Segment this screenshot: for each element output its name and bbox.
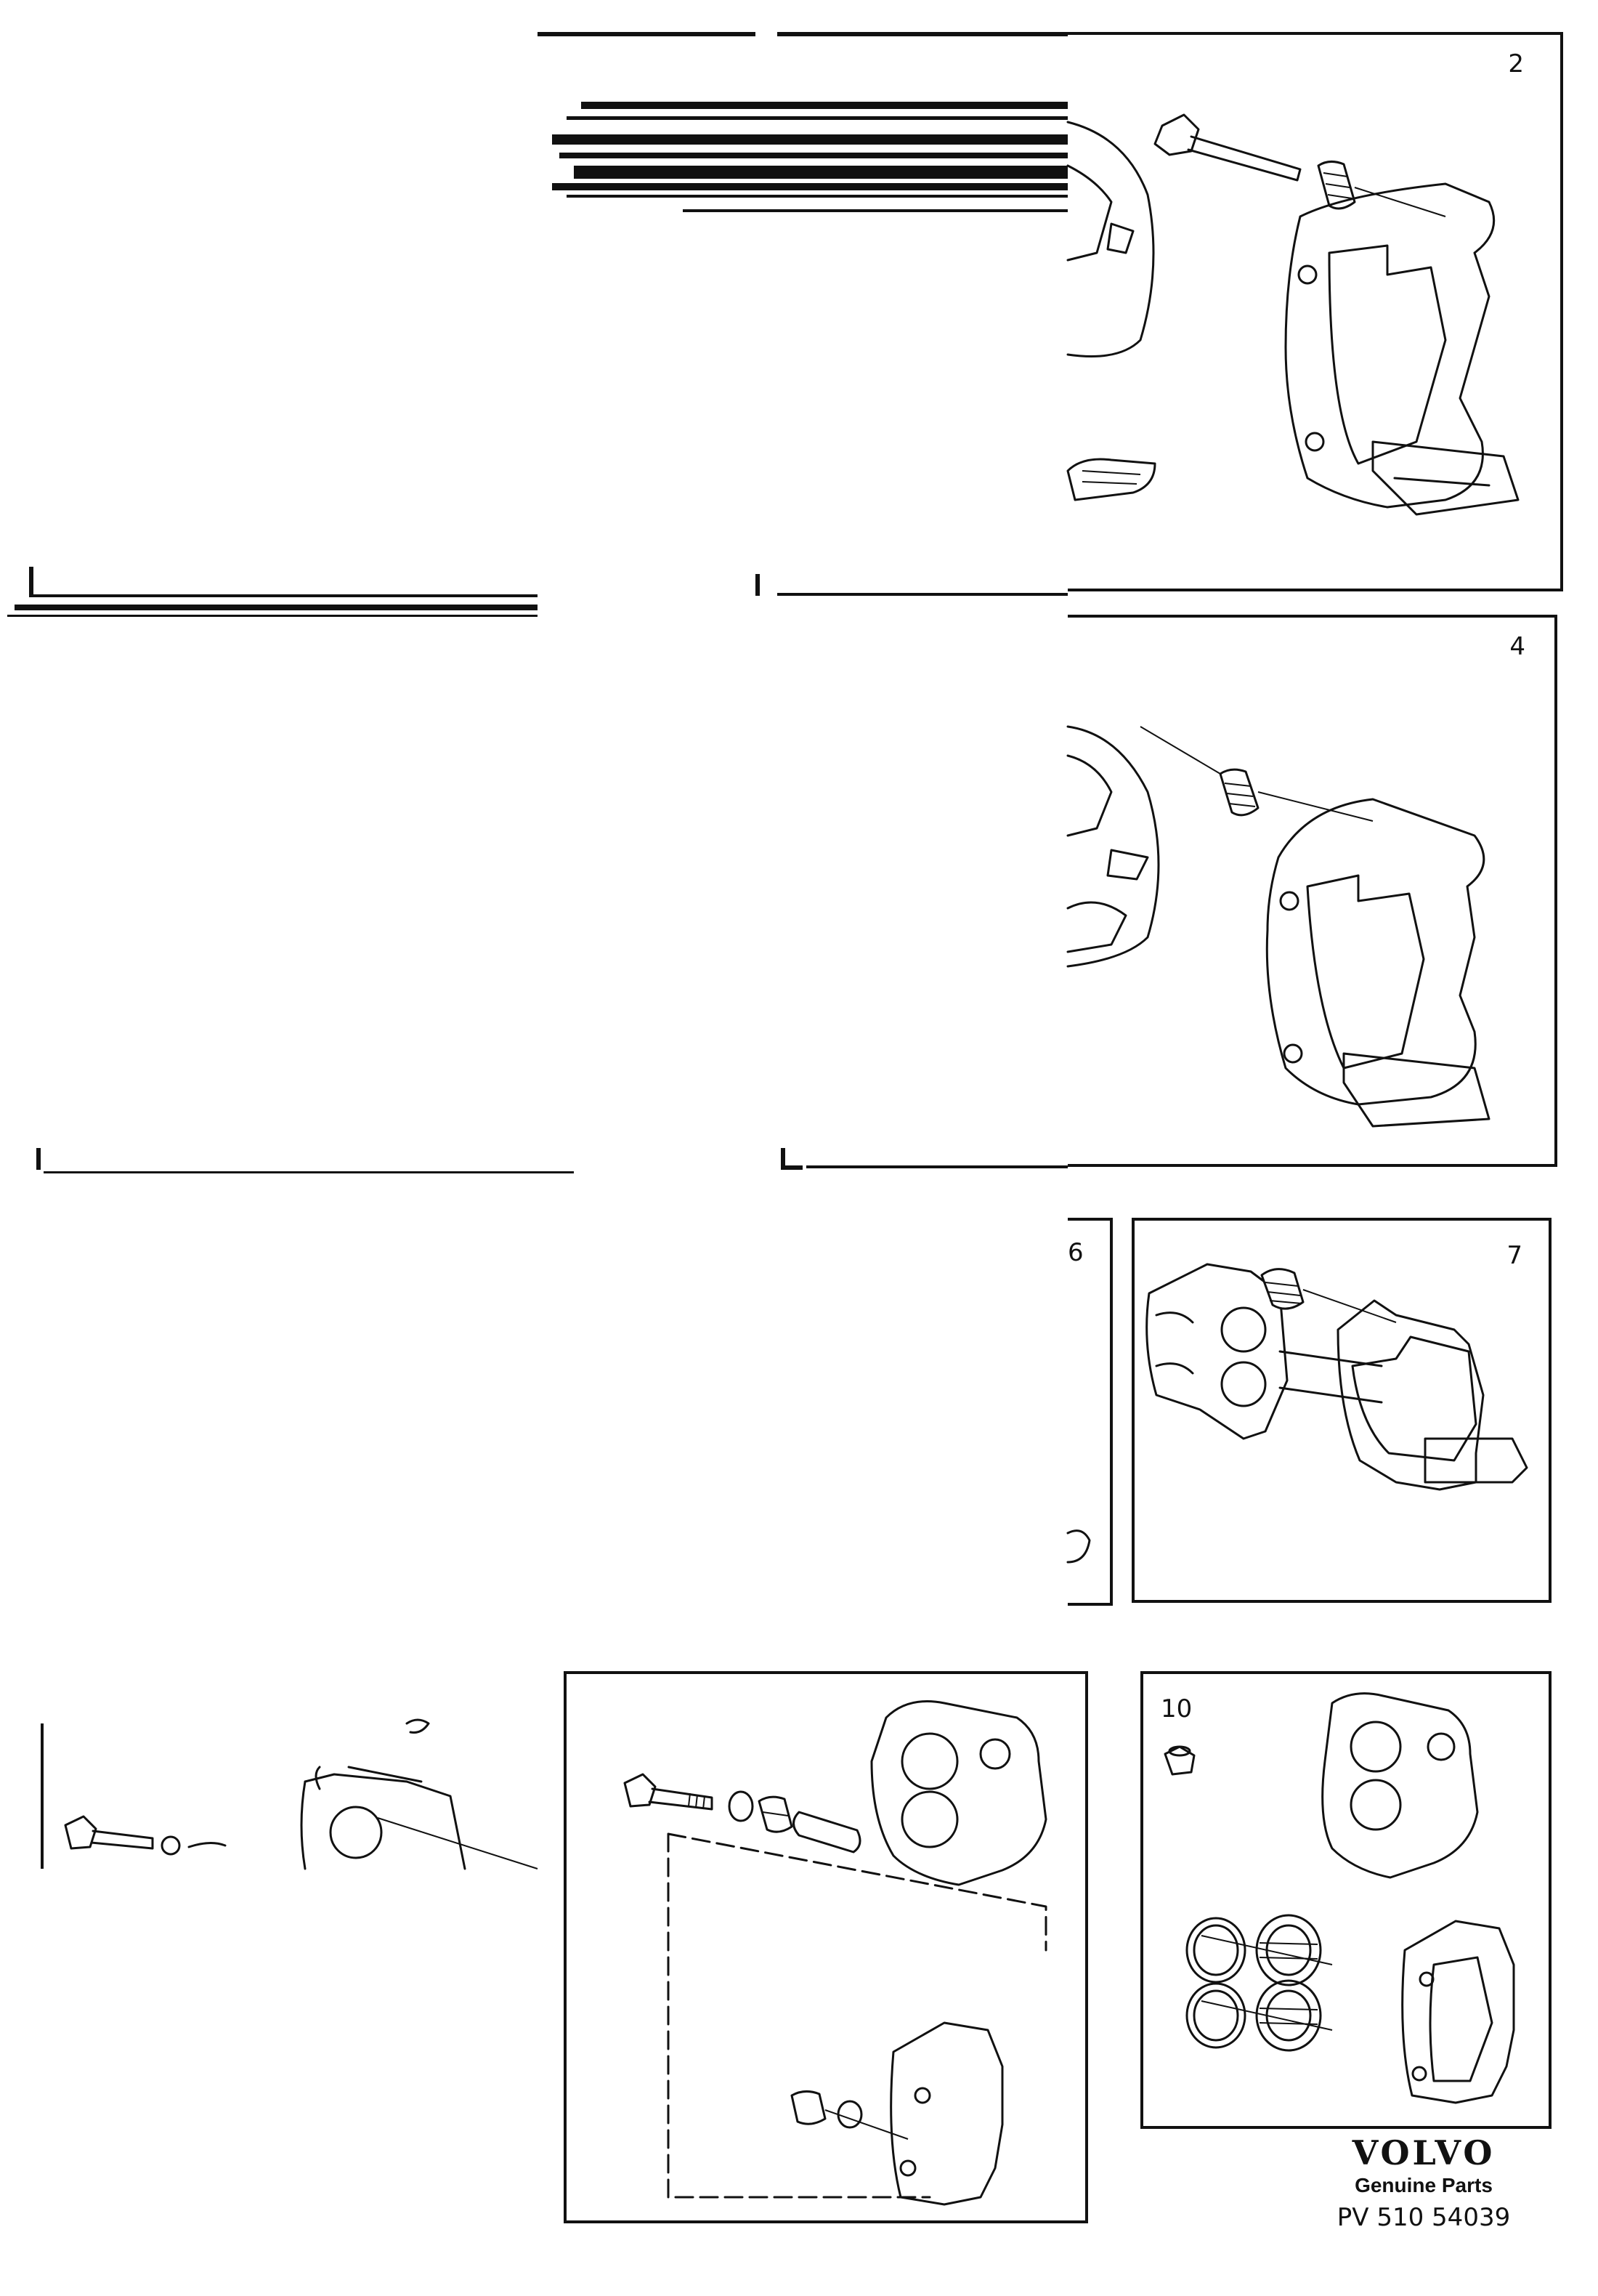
panel-number: 4 [1509,632,1525,661]
diagram-panel-2: 2 [1068,32,1563,591]
piston-seal-kit-drawing [1143,1674,1554,2132]
partial-caliper-drawing [1068,1221,1113,1609]
diagram-panel-9 [564,1671,1088,2223]
panel-number: 2 [1508,49,1524,78]
panel-number: 6 [1068,1238,1084,1267]
diagram-panel-7: 7 [1132,1218,1552,1603]
caliper-guide-pin-exploded-drawing [567,1674,1091,2226]
caliper-with-bracket-drawing [1135,1221,1554,1606]
caliper-bracket-exploded-drawing [1068,35,1563,594]
panel-number: 7 [1506,1241,1522,1270]
caliper-bracket-bushing-drawing [1068,618,1557,1170]
volvo-logo: VOLVO [1352,2133,1496,2172]
diagram-panel-6: 6 [1068,1218,1113,1606]
genuine-parts-label: Genuine Parts [1355,2174,1493,2196]
diagram-panel-10: 10 [1140,1671,1552,2129]
guide-pin-and-caliper-partial-drawing [44,1723,538,1869]
panel-number: 10 [1161,1694,1193,1723]
diagram-panel-8-partial [41,1723,535,1869]
volvo-brand-block: VOLVO Genuine Parts PV 510 54039 [1315,2136,1533,2232]
part-number: PV 510 54039 [1337,2203,1511,2232]
diagram-panel-4: 4 [1068,615,1557,1167]
